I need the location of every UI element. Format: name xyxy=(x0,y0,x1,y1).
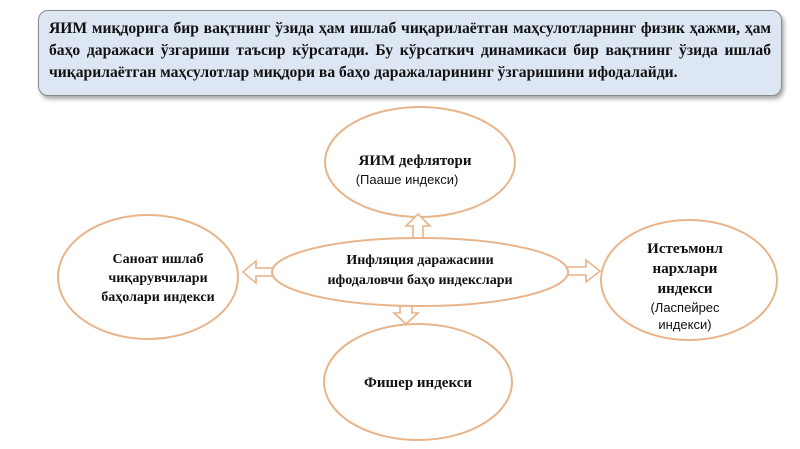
arrow-left xyxy=(241,259,276,285)
left-ellipse xyxy=(57,214,239,340)
left-label: Саноат ишлаб чиқарувчилари баҳолари инде… xyxy=(78,250,238,307)
center-ellipse xyxy=(271,237,569,307)
bottom-ellipse xyxy=(323,323,513,441)
left-line-2: чиқарувчилари xyxy=(108,271,208,286)
left-line-3: баҳолари индекси xyxy=(101,290,215,305)
banner-text: ЯИМ миқдорига бир вақтнинг ўзида ҳам ишл… xyxy=(49,20,771,81)
bottom-label: Фишер индекси xyxy=(330,374,506,393)
right-line-1: Истеъмонл xyxy=(647,241,723,257)
center-line-2: ифодаловчи баҳо индекслари xyxy=(327,273,513,288)
top-title: ЯИМ дефлятори xyxy=(358,153,472,169)
center-label: Инфляция даражасини ифодаловчи баҳо инде… xyxy=(300,251,540,291)
right-line-2: нархлари xyxy=(652,261,718,277)
right-line-5: индекси) xyxy=(658,317,712,332)
top-subtitle: (Пааше индекси) xyxy=(355,172,459,187)
right-line-4: (Ласпейрес xyxy=(650,300,720,315)
right-ellipse xyxy=(600,219,778,341)
right-label: Истеъмонл нархлари индекси (Ласпейрес ин… xyxy=(610,239,760,333)
arrow-right xyxy=(565,258,602,284)
top-label: ЯИМ дефлятори (Пааше индекси) xyxy=(330,152,500,188)
center-line-1: Инфляция даражасини xyxy=(346,253,494,268)
right-line-3: индекси xyxy=(657,281,713,297)
description-banner: ЯИМ миқдорига бир вақтнинг ўзида ҳам ишл… xyxy=(38,10,782,96)
left-line-1: Саноат ишлаб xyxy=(112,252,204,267)
bottom-title: Фишер индекси xyxy=(363,375,473,391)
